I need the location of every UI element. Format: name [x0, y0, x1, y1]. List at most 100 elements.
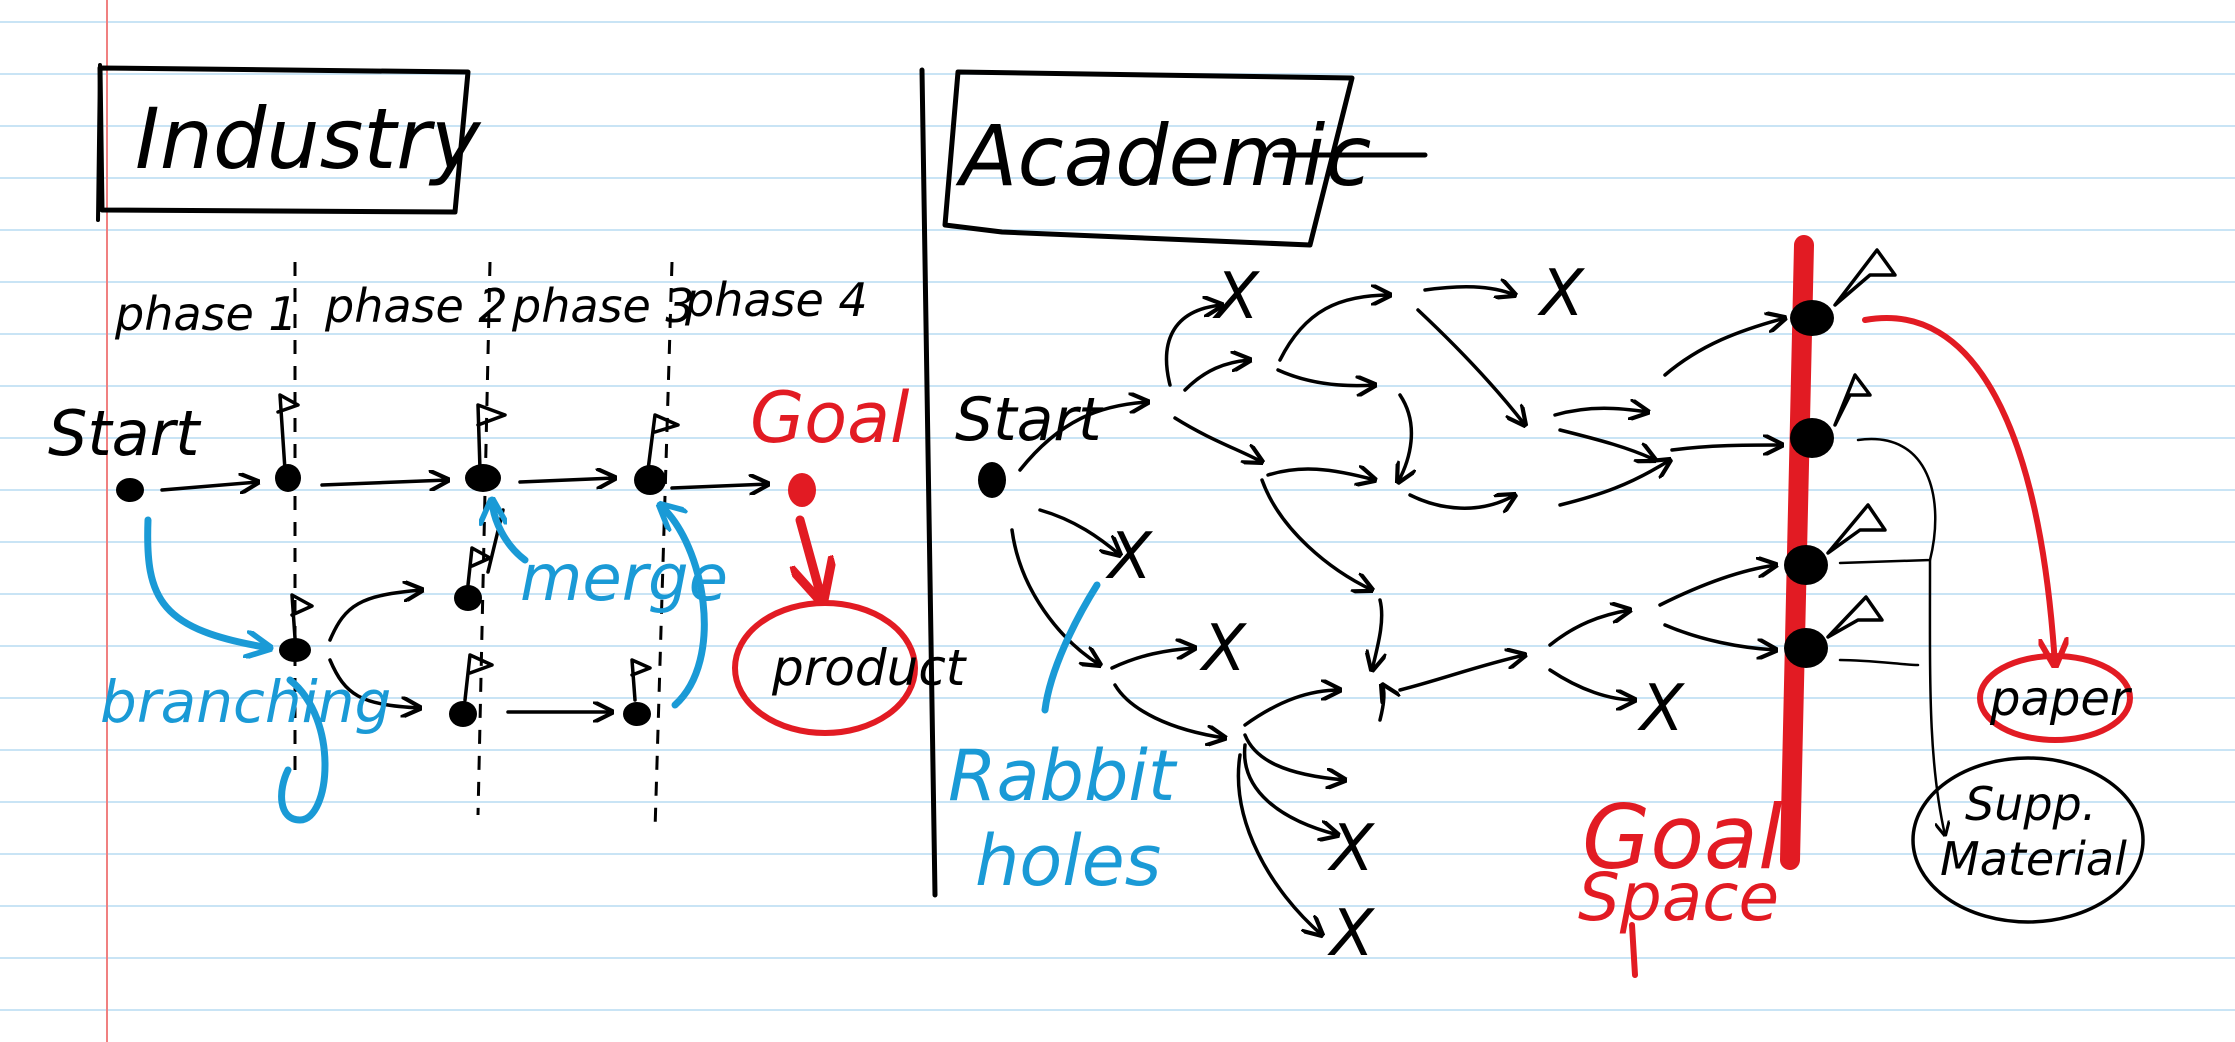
dead-end-x: X [1327, 812, 1375, 886]
industry-title: Industry [135, 90, 482, 188]
arrow [1553, 408, 1648, 415]
flag-icon [630, 658, 652, 702]
rabbit-holes-label: Rabbit [948, 735, 1178, 817]
arrow [1260, 478, 1372, 590]
dead-end-x: X [1105, 520, 1153, 594]
flag-icon [466, 546, 492, 587]
phase-divider [653, 261, 674, 831]
ruled-lines [0, 21, 2235, 1011]
phase-label-3: phase 3 [511, 279, 695, 333]
arrow [1548, 668, 1635, 700]
arrow [1243, 690, 1340, 727]
academic-start-node [978, 462, 1006, 498]
branch-node [449, 701, 477, 727]
supp-material-arrow [1838, 437, 1937, 565]
arrow [328, 658, 420, 708]
merge-arrow [492, 500, 529, 564]
flag-icon [646, 413, 680, 472]
flag-icon [1826, 503, 1887, 555]
goal-node [1784, 628, 1828, 668]
phase-divider [476, 261, 492, 816]
arrow [1236, 753, 1322, 935]
arrow [1670, 445, 1782, 450]
academic-title-box [942, 69, 1355, 248]
arrow [1038, 508, 1120, 555]
arrow [1398, 655, 1525, 692]
goal-node [1790, 300, 1834, 336]
merge-arrow [660, 505, 708, 709]
milestone-node [634, 465, 666, 495]
arrow [320, 480, 448, 485]
goal-node [1790, 418, 1834, 458]
academic-section: Academic Start [942, 69, 2145, 978]
arrow [1164, 305, 1222, 387]
supp-material-ellipse [1911, 756, 2145, 924]
goal-node [1784, 545, 1828, 585]
flag-icon [463, 653, 494, 702]
supp-material-label: Material [1940, 832, 2127, 886]
arrow [1372, 598, 1382, 670]
arrow [1110, 648, 1195, 670]
supp-material-arrow [1838, 658, 1920, 667]
rabbit-holes-pointer [1041, 581, 1101, 714]
arrow [1266, 469, 1375, 480]
goal-to-product-arrow [800, 515, 822, 600]
milestone-node [275, 464, 301, 492]
flag-icon [476, 403, 507, 472]
arrow [160, 482, 258, 490]
arrow [1663, 318, 1785, 377]
arrow [1558, 460, 1670, 507]
flag-icon [1833, 373, 1872, 427]
industry-title-box [97, 65, 471, 215]
arrow [1242, 743, 1338, 835]
supp-material-label: Supp. [1965, 777, 2096, 831]
flag-icon [1833, 248, 1897, 307]
industry-goal-label: Goal [750, 377, 910, 459]
arrow [328, 590, 422, 642]
goal-space-label: Space [1578, 859, 1779, 936]
arrow [1408, 495, 1515, 508]
flag-icon [276, 393, 300, 472]
paper-label: paper [1989, 671, 2133, 727]
goal-node [788, 473, 816, 507]
flag-icon [290, 593, 314, 640]
goal-space-label: Goal [1582, 786, 1783, 889]
industry-section: Industry phase 1 phase 2 phase 3 phase 4… [48, 63, 968, 831]
arrow [1010, 528, 1100, 665]
branch-node [279, 638, 311, 662]
arrow [670, 484, 768, 488]
paper-arrow [1862, 315, 2055, 665]
dead-end-x: X [1637, 672, 1685, 746]
start-node [116, 478, 144, 502]
industry-start-label: Start [48, 397, 202, 470]
arrow [518, 478, 615, 482]
branch-node [623, 702, 651, 726]
phase-label-1: phase 1 [114, 287, 298, 341]
arrow [1278, 295, 1390, 362]
arrow [1558, 428, 1655, 460]
arrow [1416, 308, 1525, 425]
branch-node [454, 585, 482, 611]
arrow [1423, 287, 1515, 295]
arrow [1113, 683, 1225, 738]
arrow [1378, 685, 1384, 722]
academic-start-label: Start [955, 385, 1104, 455]
branching-label: branching [100, 668, 391, 736]
flag-icon [1826, 595, 1884, 639]
arrow [1548, 610, 1630, 647]
branching-arrow [144, 516, 270, 648]
arrow [1183, 360, 1250, 392]
phase-label-4: phase 4 [684, 273, 868, 327]
branching-curl [278, 676, 329, 824]
product-ellipse [732, 600, 918, 736]
arrow [1398, 393, 1411, 482]
arrow [1243, 733, 1345, 780]
dead-end-x: X [1212, 260, 1260, 334]
section-divider [919, 67, 938, 898]
dead-end-x: X [1537, 257, 1585, 331]
arrow [1663, 623, 1776, 650]
rabbit-holes-label: holes [975, 820, 1161, 902]
product-label: product [771, 639, 968, 697]
